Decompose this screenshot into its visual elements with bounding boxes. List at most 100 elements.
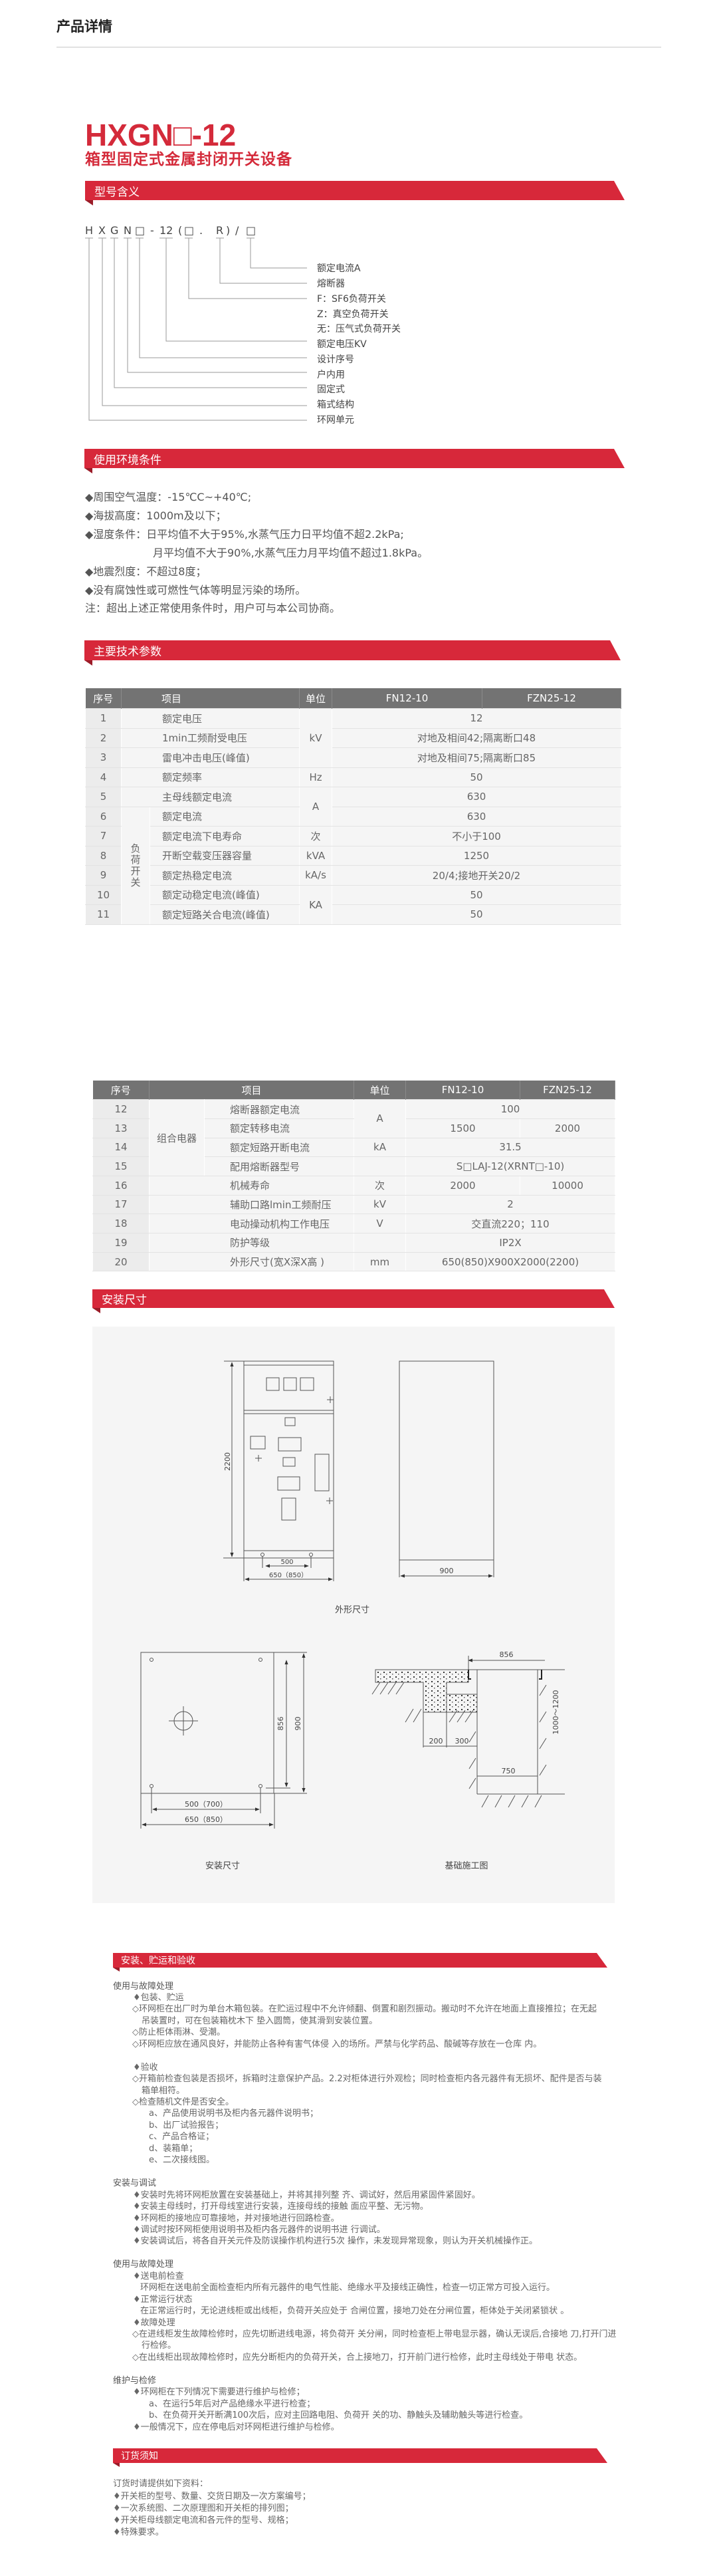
code-char: 12	[159, 224, 173, 237]
row-item: 1min工频耐受电压	[120, 727, 300, 748]
instruction-line: 吊装置时，可在包装箱枕木下 垫入圆筒，使其滑到安装位置。	[142, 2015, 378, 2026]
row-no: 5	[85, 787, 122, 807]
foundation-drawing	[371, 1656, 565, 1808]
leader-lines	[85, 237, 307, 421]
table-row: 18 电动操动机构工作电压 V 交直流220；110	[92, 1214, 616, 1233]
instruction-line: d、装箱单；	[149, 2143, 198, 2154]
plan-900-label: 900	[294, 1717, 302, 1731]
row-unit: kVA	[299, 845, 333, 866]
instruction-line: b、在负荷开关开断满100次后，应对主回路电阻、负荷开 关的功、静触头及辅助触头…	[149, 2410, 528, 2421]
banner-fold	[113, 2463, 120, 2467]
row-no: 17	[92, 1194, 150, 1215]
row-item: 额定电压	[120, 708, 300, 729]
install-plan	[140, 1652, 307, 1829]
row-value: IP2X	[405, 1233, 616, 1253]
instruction-line: ♦调试时按环网柜使用说明书及柜内各元器件的说明书进 行调试。	[133, 2224, 385, 2235]
table-header-row: 序号 项目 单位 FN12-10 FZN25-12	[85, 688, 622, 709]
table-row: 7 额定电流下电寿命 次 不小于100	[85, 826, 622, 846]
row-value: 12	[332, 708, 622, 729]
env-line: ◆湿度条件：日平均值不大于95%,水蒸气压力日平均值不超2.2kPa;	[85, 528, 404, 541]
table-row: 13 额定转移电流 1500 2000	[92, 1118, 616, 1138]
order-line: ♦一次系统图、二次原理图和开关柜的排列图；	[113, 2504, 294, 2513]
table-header-row: 序号 项目 单位 FN12-10 FZN25-12	[92, 1081, 616, 1100]
title-divider	[56, 47, 661, 48]
plan-856-label: 856	[276, 1717, 285, 1731]
table-row: 4 额定频率 Hz 50	[85, 767, 622, 787]
tech-params-table-1: 序号 项目 单位 FN12-10 FZN25-12 1 额定电压 kV 12 2…	[85, 688, 622, 925]
row-value: 对地及相间75;隔离断口85	[332, 747, 622, 768]
found-depth-label: 1000～1200	[552, 1690, 560, 1735]
row-value: 630	[332, 787, 622, 807]
table-row: 11 额定短路关合电流(峰值) 50	[85, 904, 622, 925]
section-title: 使用环境条件	[94, 453, 161, 467]
found-856-label: 856	[500, 1650, 514, 1659]
code-char: G	[110, 224, 118, 237]
instruction-line: c、产品合格证；	[149, 2132, 215, 2142]
row-unit: kV	[299, 708, 333, 768]
front-view	[223, 1360, 334, 1581]
row-no: 13	[92, 1118, 150, 1138]
row-no: 20	[92, 1251, 150, 1272]
front-height-label: 2200	[223, 1452, 232, 1471]
header-no: 序号	[85, 688, 122, 709]
row-item: 额定电流	[149, 806, 300, 827]
row-value: 630	[332, 806, 622, 827]
row-unit: mm	[354, 1251, 407, 1272]
row-value: 50	[332, 904, 622, 925]
product-model: HXGN□-12	[85, 118, 237, 152]
header-unit: 单位	[299, 688, 333, 709]
instruction-line: ♦验收	[133, 2062, 158, 2073]
row-item: 外形尺寸(宽X深X高 )	[148, 1251, 355, 1272]
table-row: 14 额定短路开断电流 kA 31.5	[92, 1137, 616, 1158]
instruction-line: ◇在进线柜发生故障检修时，应先切断进线电源，将负荷开 关分闸，同时检查柜上带电显…	[132, 2329, 617, 2339]
code-label: 箱式结构	[317, 400, 354, 410]
plan-holes-label: 500（700）	[185, 1800, 227, 1809]
header-unit: 单位	[354, 1081, 407, 1100]
row-no: 1	[85, 708, 122, 729]
header-no: 序号	[92, 1081, 150, 1100]
row-value: 1250	[332, 845, 622, 866]
table-row: 3 雷电冲击电压(峰值) 对地及相间75;隔离断口85	[85, 747, 622, 768]
row-value: 50	[332, 884, 622, 905]
code-label: 额定电压KV	[317, 339, 367, 350]
row-item: 辅助口路lmin工频耐压	[148, 1194, 355, 1215]
env-line: ◆地震烈度：不超过8度；	[85, 565, 207, 578]
row-item: 开断空载变压器容量	[149, 845, 300, 866]
page-title: 产品详情	[56, 19, 112, 35]
header-fn12: FN12-10	[332, 688, 483, 709]
row-item: 机械寿命	[148, 1175, 355, 1196]
instruction-line: ◇开箱前检查包装是否损坏，拆箱时注意保护产品。2.2对柜体进行外观检；同时检查柜…	[132, 2074, 602, 2085]
section-banner-order: 订货须知	[113, 2448, 607, 2463]
instruction-line: 在正常运行时，无论进线柜或出线柜，负荷开关应处于 合闸位置，接地刀处在分闸位置，…	[140, 2306, 569, 2317]
row-unit: 次	[299, 826, 333, 846]
row-item: 防护等级	[148, 1233, 355, 1253]
table-row: 5 主母线额定电流 A 630	[85, 787, 622, 827]
order-line: ♦开关柜的型号、数量、交货日期及一次方案编号；	[113, 2492, 311, 2502]
code-char: R	[216, 224, 223, 237]
code-char: N	[124, 224, 132, 237]
instruction-line: e、二次接线图。	[149, 2155, 215, 2166]
table-row: 10 额定动稳定电流(峰值) KA 50	[85, 884, 622, 925]
env-line: 注：超出上述正常使用条件时，用户可与本公司协商。	[85, 602, 341, 614]
row-item: 配用熔断器型号	[203, 1156, 355, 1176]
code-label: Z：真空负荷开关	[317, 309, 389, 320]
instruction-line: ♦环网柜在下列情况下需要进行维护与检修；	[133, 2387, 305, 2398]
code-label: 额定电流A	[317, 263, 361, 274]
instruction-line: ♦环网柜的接地应可靠接地，并对接地进行回路检查。	[133, 2213, 340, 2224]
order-line: ♦特殊要求。	[113, 2527, 164, 2537]
row-value: 100	[405, 1099, 616, 1119]
instruction-line: ◇环网柜在出厂时为单台木箱包装。在贮运过程中不允许倾翻、倒置和剧烈振动。搬动时不…	[132, 2004, 597, 2015]
row-no: 2	[85, 727, 122, 748]
row-no: 16	[92, 1175, 150, 1196]
row-unit: KA	[299, 884, 333, 925]
row-item: 熔断器额定电流	[203, 1099, 355, 1119]
dimension-drawings: 2200 500 650（850） 900 外形尺寸 856 900 500（7…	[140, 1360, 565, 1871]
found-300-label: 300	[455, 1737, 469, 1745]
row-value: 对地及相间42;隔离断口48	[332, 727, 622, 748]
caption-outline: 外形尺寸	[335, 1605, 369, 1615]
section-banner-env: 使用环境条件	[84, 449, 625, 468]
instruction-line: ♦安装主母线时，打开母线室进行安装，连接母线的接触 面应平整、无污物。	[133, 2202, 429, 2212]
code-char: H	[85, 224, 93, 237]
front-holes-label: 500	[280, 1559, 293, 1566]
row-value: 20/4;接地开关20/2	[332, 865, 622, 886]
